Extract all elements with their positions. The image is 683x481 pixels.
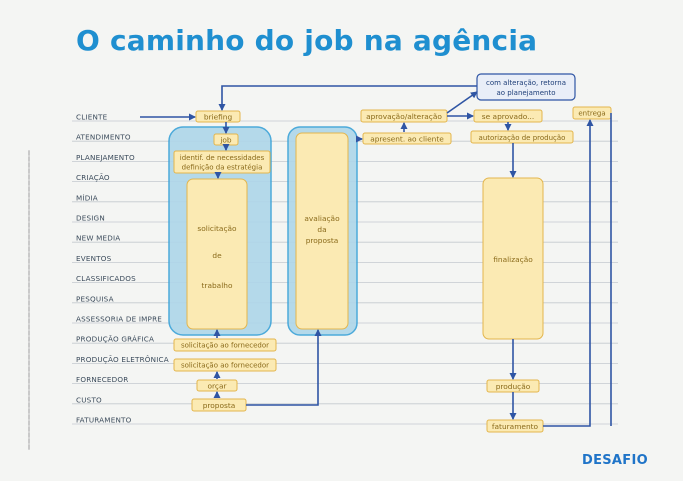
row-label: DESIGN [76, 214, 105, 223]
row-label: CRIAÇÃO [76, 173, 110, 182]
row-label: ATENDIMENTO [76, 133, 131, 142]
label-orcar: orçar [207, 382, 227, 391]
box-avaliacao-proposta[interactable] [295, 132, 349, 330]
row-label: PLANEJAMENTO [76, 153, 135, 162]
box-autorizacao-producao[interactable] [470, 130, 574, 144]
label-identif-2: definição da estratégia [182, 164, 263, 172]
box-briefing[interactable] [195, 110, 241, 123]
row-label: ASSESSORIA DE IMPRE [76, 315, 162, 324]
box-apresent-cliente[interactable] [362, 132, 452, 145]
label-avaliacao-1: avaliação [304, 214, 340, 223]
box-identif-necessidades[interactable] [173, 150, 271, 174]
box-labels: briefing job identif. de necessidades de… [180, 79, 606, 431]
label-solicitacao-3: trabalho [202, 281, 233, 290]
row-label: CLIENTE [76, 113, 108, 122]
label-solicitacao-2: de [212, 251, 222, 260]
row-labels: CLIENTE ATENDIMENTO PLANEJAMENTO CRIAÇÃO MÍD… [76, 113, 169, 425]
label-solicitacao-1: solicitação [197, 224, 237, 233]
desafio-logo: DESAFIO [582, 453, 648, 468]
flow-arrows [140, 85, 612, 427]
label-se-aprovado: se aprovado... [482, 112, 534, 121]
label-entrega: entrega [578, 110, 605, 118]
label-note-2: ao planejamento [496, 89, 555, 97]
arrow-aprovacao-note [446, 91, 478, 114]
row-label: FORNECEDOR [76, 375, 128, 384]
label-identif-1: identif. de necessidades [180, 154, 265, 162]
arrow-proposta-avaliacao [246, 329, 322, 406]
arrow-faturamento-entrega [543, 119, 594, 427]
label-finalizacao: finalização [493, 255, 533, 264]
label-producao: produção [496, 382, 531, 391]
row-label: NEW MEDIA [76, 234, 120, 243]
label-apresent: apresent. ao cliente [370, 135, 444, 144]
label-aprovacao: aprovação/alteração [366, 112, 442, 121]
row-label: MÍDIA [76, 193, 98, 202]
row-label: PESQUISA [76, 294, 114, 303]
label-proposta: proposta [203, 401, 236, 410]
arrow-note-to-briefing [218, 85, 477, 111]
row-label: PRODUÇÃO ELETRÔNICA [76, 355, 169, 364]
label-sol-fornecedor-1: solicitação ao fornecedor [181, 342, 269, 350]
label-sol-fornecedor-2: solicitação ao fornecedor [181, 362, 269, 370]
dotted-margin-decoration [28, 150, 30, 450]
label-autorizacao: autorização de produção [479, 134, 566, 142]
label-note-1: com alteração, retorna [486, 79, 566, 87]
label-avaliacao-2: da [317, 225, 326, 234]
label-briefing: briefing [204, 113, 233, 122]
page-title: O caminho do job na agência [76, 24, 538, 57]
row-label: CUSTO [76, 395, 102, 404]
row-label: CLASSIFICADOS [76, 274, 136, 283]
box-sol-fornecedor-2[interactable] [173, 358, 277, 372]
row-label: PRODUÇÃO GRÁFICA [76, 335, 154, 344]
note-retorna-planejamento[interactable] [476, 73, 576, 101]
label-faturamento: faturamento [492, 422, 539, 431]
row-label: FATURAMENTO [76, 416, 132, 425]
box-sol-fornecedor-1[interactable] [173, 338, 277, 352]
label-job: job [219, 136, 232, 145]
row-label: EVENTOS [76, 254, 112, 263]
label-avaliacao-3: proposta [306, 236, 339, 245]
